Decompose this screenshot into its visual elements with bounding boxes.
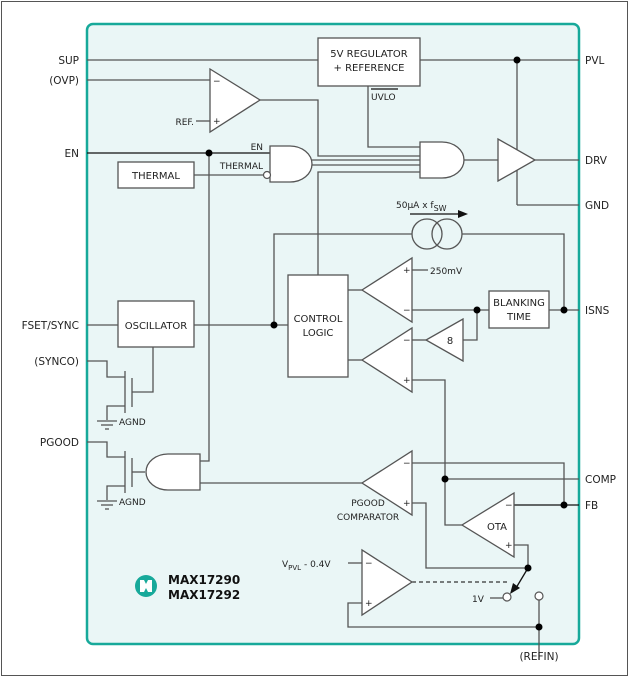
v250-label: 250mV [430,267,463,277]
oscillator-label: OSCILLATOR [125,321,188,332]
enable-and-gate [269,145,313,183]
control-label-2: LOGIC [303,328,334,339]
junction-dots [205,56,568,631]
pin-isns: ISNS [585,305,610,317]
polarity-signs: − + + − − + − + − + − + [213,77,513,609]
svg-text:−: − [365,559,373,569]
pin-comp: COMP [585,474,616,486]
blanking-time-block [488,290,550,329]
pin-fset-sync: FSET/SYNC [22,320,79,332]
pin-pvl: PVL [585,55,605,67]
ota-amplifier [460,491,515,559]
ref-label: REF. [175,118,194,128]
blanking-label-2: TIME [506,312,531,323]
pin-fb: FB [585,500,598,512]
current-source-left [411,218,443,250]
svg-text:+: + [403,376,411,386]
svg-text:−: − [505,501,513,511]
ota-label: OTA [487,522,507,533]
part-number-2: MAX17292 [168,588,240,602]
svg-text:+: + [505,541,513,551]
pgood-and-gate [145,453,201,491]
part-number-1: MAX17290 [168,573,240,587]
pgood-comp-label-2: COMPARATOR [337,513,399,523]
pwm-comparator [360,326,413,394]
svg-text:+: + [365,599,373,609]
thermal-label: THERMAL [131,171,180,182]
current-limit-comparator [360,256,413,324]
maxim-logo-icon [135,575,157,597]
current-source-right [431,218,463,250]
svg-text:−: − [403,306,411,316]
svg-text:+: + [403,266,411,276]
control-label-1: CONTROL [294,314,343,325]
current-source-label: 50µA x fSW [396,201,447,213]
pgood-comp-label-1: PGOOD [351,499,385,509]
wires [87,59,579,660]
inverter-bubble [262,170,272,180]
regulator-label-2: + REFERENCE [334,63,405,74]
ovp-comparator [209,67,262,134]
arrow-icon [458,210,468,218]
svg-text:+: + [403,499,411,509]
refin-comparator [361,548,414,617]
pin-synco: (SYNCO) [34,356,79,368]
switch-contact-refin [534,591,544,601]
blanking-label-1: BLANKING [493,298,545,309]
driver-buffer [497,137,537,183]
pin-gnd: GND [585,200,609,212]
pin-sup: SUP [58,55,79,67]
svg-text:−: − [403,459,411,469]
drive-and-gate [419,141,465,179]
pin-pgood: PGOOD [40,437,79,449]
control-logic-block [287,274,349,378]
pin-ovp: (OVP) [49,75,79,87]
gate-en-label: EN [251,143,263,153]
gain-amplifier [424,317,464,363]
thermal-block [117,161,195,189]
vpvl-label: VPVL - 0.4V [282,560,331,572]
pin-en: EN [65,148,80,160]
switch-contact-1v [502,592,512,602]
uvlo-label: UVLO [371,93,396,103]
pin-refin: (REFIN) [519,651,558,663]
svg-text:−: − [213,77,221,87]
oscillator-block [117,300,195,348]
one-volt-label: 1V [472,595,485,605]
regulator-label-1: 5V REGULATOR [330,49,408,60]
agnd-label-1: AGND [119,418,146,428]
agnd-label-2: AGND [119,498,146,508]
regulator-block [317,37,421,87]
gain-label: 8 [447,336,453,347]
pin-drv: DRV [585,155,608,167]
svg-text:−: − [403,336,411,346]
gate-thermal-label: THERMAL [219,162,263,172]
pgood-comparator [360,449,413,517]
svg-text:+: + [213,117,221,127]
